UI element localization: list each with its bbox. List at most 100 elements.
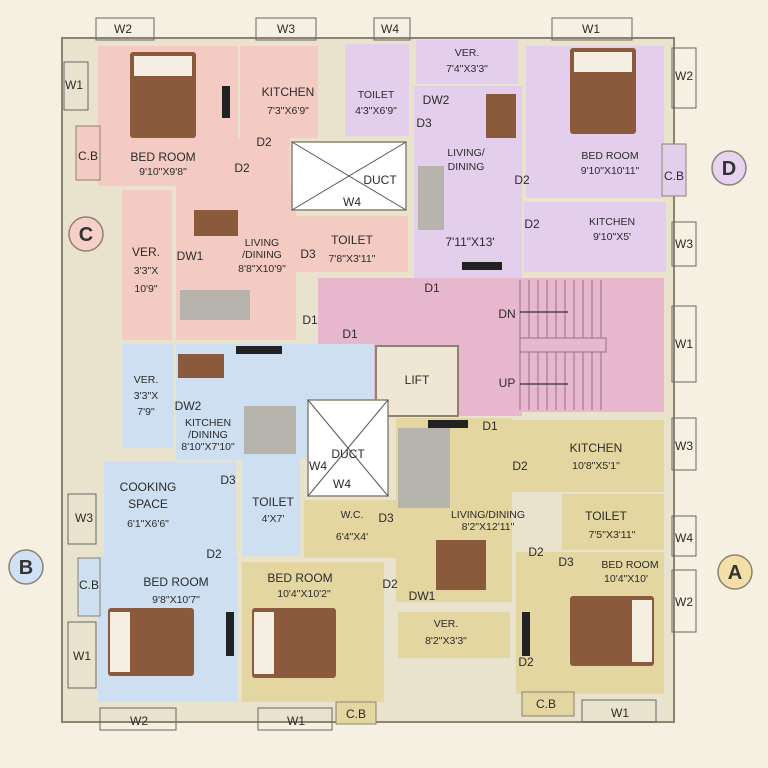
- d-cb-floor: [661, 143, 687, 197]
- win-w4-right: W4: [675, 531, 693, 545]
- win-w1-right: W1: [675, 337, 693, 351]
- cb-d: C.B: [664, 169, 684, 183]
- a-living-dim: 8'2"X12'11": [462, 521, 515, 533]
- win-w2-top: W2: [114, 22, 132, 36]
- a-toilet-name: TOILET: [585, 509, 627, 523]
- a-kitchen-dim: 10'8"X5'1": [572, 460, 620, 472]
- c-bedroom-name: BED ROOM: [130, 150, 195, 164]
- a-wc-name: W.C.: [341, 509, 364, 521]
- b-ver-floor: [122, 344, 174, 448]
- stair-dn: DN: [498, 307, 515, 321]
- c-toilet-name: TOILET: [331, 233, 373, 247]
- duct-top-name: DUCT: [363, 173, 397, 187]
- room-labels: BED ROOM 9'10"X9'8" KITCHEN 7'3"X6'9" TO…: [120, 47, 659, 647]
- c-toilet-dim: 7'8"X3'11": [329, 253, 376, 265]
- win-w4-top: W4: [381, 22, 399, 36]
- d-bedroom-name: BED ROOM: [581, 150, 638, 162]
- d-dw2: DW2: [423, 93, 450, 107]
- win-w2-right-bottom: W2: [675, 595, 693, 609]
- b-bedroom-dim: 9'8"X10'7": [152, 594, 200, 606]
- c-living-name1: LIVING: [245, 237, 279, 249]
- badge-d-circle: [711, 150, 747, 186]
- b-bedroom-name: BED ROOM: [143, 575, 208, 589]
- b-toilet-name: TOILET: [252, 495, 294, 509]
- a-sofa: [398, 428, 450, 508]
- c-sofa: [180, 290, 250, 320]
- lift-name: LIFT: [405, 373, 430, 387]
- b-cooking-name1: COOKING: [120, 480, 177, 494]
- a-living-name: LIVING/DINING: [451, 509, 525, 521]
- c-living-dim: 8'8"X10'9": [238, 263, 286, 275]
- c-ver-dim1: 3'3"X: [134, 265, 158, 277]
- a-d2-bed-right: D2: [518, 655, 534, 669]
- stair: [519, 280, 607, 410]
- windows: [63, 17, 697, 731]
- common-lobby-floor-2: [458, 400, 522, 416]
- win-w1-bottom: W1: [287, 714, 305, 728]
- c-d1: D1: [302, 313, 318, 327]
- badge-a-circle: [717, 554, 753, 590]
- b-ver-dim2: 7'9": [137, 406, 155, 418]
- d-living-name2: DINING: [448, 161, 485, 173]
- win-w2-right-top: W2: [675, 69, 693, 83]
- win-w4-duct-mid: W4: [309, 459, 327, 473]
- badge-d: D: [722, 158, 736, 180]
- a-dining-table: [436, 540, 486, 590]
- c-toilet-small-dim: 4'3"X6'9": [355, 105, 397, 117]
- d-living-dim: 7'11"X13': [445, 235, 494, 249]
- b-d2: D2: [206, 547, 222, 561]
- a-d2-kitchen: D2: [512, 459, 528, 473]
- c-toilet-small-name: TOILET: [358, 89, 395, 101]
- c-living-name2: /DINING: [242, 249, 282, 261]
- d-sofa: [418, 166, 444, 230]
- a-cb-left-floor: [335, 701, 377, 725]
- b-kitchen-name2: /DINING: [188, 429, 228, 441]
- c-dw1: DW1: [177, 249, 204, 263]
- a-wc-dim: 6'4"X4': [336, 531, 368, 543]
- a-toilet-floor: [562, 494, 664, 550]
- a-wc-floor: [304, 500, 396, 558]
- badge-b-circle: [8, 549, 44, 585]
- c-kitchen-name: KITCHEN: [262, 85, 315, 99]
- c-ver-floor: [122, 190, 172, 340]
- lift: [375, 345, 459, 417]
- b-cb-floor: [77, 557, 101, 617]
- a-ver-dim: 8'2"X3'3": [425, 635, 467, 647]
- badge-c-circle: [68, 216, 104, 252]
- c-dining-table: [194, 210, 238, 236]
- cb-a-left: C.B: [346, 707, 366, 721]
- a-bedroom-right-name: BED ROOM: [601, 559, 658, 571]
- a-toilet-dim: 7'5"X3'11": [589, 529, 636, 541]
- win-w3-right: W3: [675, 237, 693, 251]
- win-w3-left: W3: [75, 511, 93, 525]
- win-w3-top: W3: [277, 22, 295, 36]
- d-living-name1: LIVING/: [447, 147, 484, 159]
- win-w4-duct-mid-2: W4: [333, 477, 351, 491]
- c-bedroom-dim: 9'10"X9'8": [139, 166, 187, 178]
- win-w3-right-2: W3: [675, 439, 693, 453]
- furniture: [108, 48, 654, 678]
- b-toilet-floor: [242, 460, 300, 556]
- b-cooking-dim: 6'1"X6'6": [127, 518, 169, 530]
- win-w2-bottom: W2: [130, 714, 148, 728]
- win-w1-bottom-right: W1: [611, 706, 629, 720]
- c-toilet-floor: [296, 216, 408, 272]
- cb-b: C.B: [79, 578, 99, 592]
- duct-mid-name: DUCT: [331, 447, 365, 461]
- c-kitchen-floor: [240, 46, 318, 138]
- a-kitchen-floor: [512, 420, 664, 492]
- a-d2-bed: D2: [382, 577, 398, 591]
- duct-mid-cross-2: [307, 399, 389, 497]
- b-d1: D1: [342, 327, 358, 341]
- c-d2-bed: D2: [234, 161, 250, 175]
- win-w1-top: W1: [582, 22, 600, 36]
- a-d2-toilet: D2: [528, 545, 544, 559]
- b-kitchen-name1: KITCHEN: [185, 417, 231, 429]
- d-bedroom-dim: 9'10"X10'11": [581, 165, 640, 177]
- b-toilet-dim: 4'X7': [262, 513, 285, 525]
- b-ver-name: VER.: [134, 374, 159, 386]
- a-d1: D1: [482, 419, 498, 433]
- c-d3: D3: [300, 247, 316, 261]
- d-ver-name: VER.: [455, 47, 480, 59]
